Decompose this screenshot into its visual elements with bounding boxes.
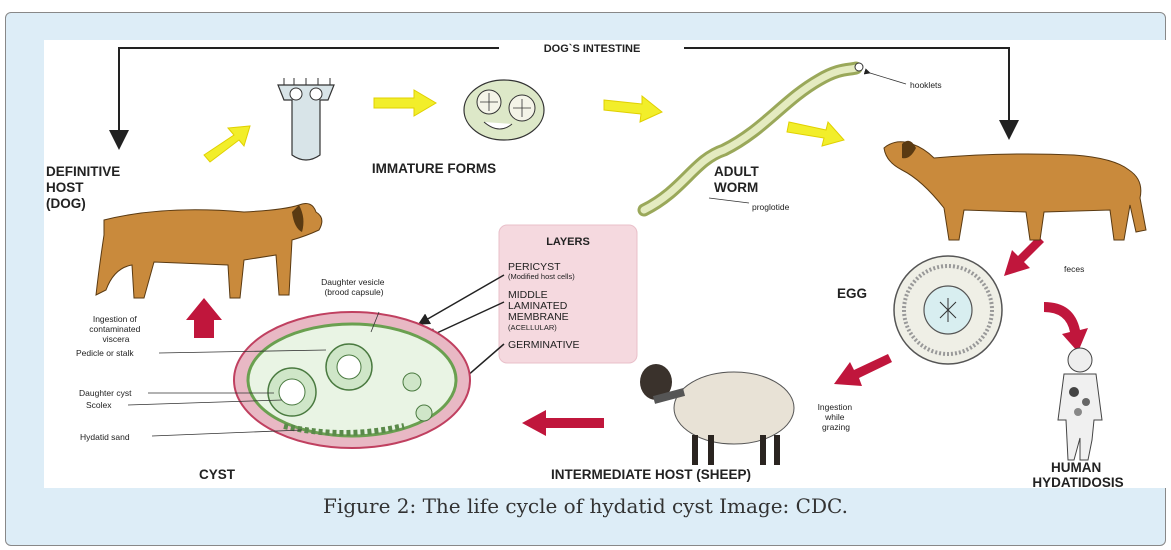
human-hydatidosis-label-line: HUMAN: [1051, 460, 1101, 475]
ingestion-viscera-label-line: contaminated: [89, 324, 140, 334]
immature-form-scolex-icon: [278, 78, 334, 160]
intermediate-host-label: INTERMEDIATE HOST (SHEEP): [551, 467, 751, 482]
feces-label: feces: [1064, 264, 1084, 274]
cyst-label: CYST: [199, 467, 236, 482]
middle-layer-label-line: MEMBRANE: [508, 311, 569, 323]
immature-form-protoscolex-icon: [464, 80, 544, 140]
yellow-arrow: [204, 126, 250, 162]
definitive-host-label-line: DEFINITIVE: [46, 164, 120, 179]
red-arrow: [186, 298, 222, 338]
intestine-label: DOG`S INTESTINE: [544, 43, 641, 55]
yellow-arrow: [604, 96, 662, 122]
definitive-host-label-line: (DOG): [46, 196, 86, 211]
pericyst-label-line: (Modified host cells): [508, 272, 575, 281]
germinative-label: GERMINATIVE: [508, 339, 580, 351]
ingestion-grazing-label: Ingestion while grazing: [818, 402, 855, 432]
pedicle-label: Pedicle or stalk: [76, 348, 134, 358]
red-arrow: [1044, 302, 1088, 352]
daughter-cyst-label: Daughter cyst: [79, 388, 132, 398]
egg-icon: [894, 256, 1002, 364]
human-hydatidosis-label-line: HYDATIDOSIS: [1032, 475, 1123, 488]
adult-worm-label: ADULT WORM: [714, 164, 763, 195]
yellow-arrow: [374, 90, 436, 116]
life-cycle-figure: DOG`S INTESTINE IMMATURE FORMS: [44, 40, 1166, 488]
scolex-label: Scolex: [86, 400, 112, 410]
sheep-icon: [640, 364, 794, 465]
ingestion-viscera-label-line: viscera: [103, 334, 130, 344]
egg-label: EGG: [837, 286, 867, 301]
immature-forms-label: IMMATURE FORMS: [372, 161, 496, 176]
definitive-host-label: DEFINITIVE HOST (DOG): [46, 164, 124, 211]
layers-box: LAYERS PERICYST (Modified host cells) MI…: [499, 225, 637, 363]
ingestion-viscera-label: Ingestion of contaminated viscera: [89, 314, 142, 344]
daughter-vesicle-label-line: Daughter vesicle: [321, 277, 385, 287]
adult-worm-label-line: ADULT: [714, 164, 759, 179]
ingestion-viscera-label-line: Ingestion of: [93, 314, 138, 324]
hydatid-cyst-icon: [234, 312, 470, 448]
ingestion-grazing-label-line: Ingestion: [818, 402, 853, 412]
daughter-vesicle-label: Daughter vesicle (brood capsule): [321, 277, 387, 297]
figure-caption: Figure 2: The life cycle of hydatid cyst…: [0, 494, 1171, 518]
life-cycle-diagram: DOG`S INTESTINE IMMATURE FORMS: [44, 40, 1166, 488]
hooklets-label: hooklets: [910, 80, 942, 90]
ingestion-grazing-label-line: grazing: [822, 422, 850, 432]
dog-right-icon: [884, 141, 1146, 240]
red-arrow: [1004, 236, 1044, 276]
yellow-arrow: [787, 122, 844, 146]
red-arrow: [522, 410, 604, 436]
daughter-vesicle-label-line: (brood capsule): [324, 287, 383, 297]
middle-layer-label-line: (ACELLULAR): [508, 323, 557, 332]
intestine-route: DOG`S INTESTINE: [119, 43, 1009, 140]
red-arrow: [834, 354, 892, 386]
human-icon: [1058, 348, 1102, 460]
dog-left-icon: [96, 204, 322, 298]
ingestion-grazing-label-line: while: [824, 412, 845, 422]
definitive-host-label-line: HOST: [46, 180, 84, 195]
human-hydatidosis-label: HUMAN HYDATIDOSIS: [1032, 460, 1123, 488]
proglottide-label: proglotide: [752, 202, 790, 212]
hydatid-sand-label: Hydatid sand: [80, 432, 130, 442]
adult-worm-label-line: WORM: [714, 180, 758, 195]
layers-title: LAYERS: [546, 236, 590, 248]
